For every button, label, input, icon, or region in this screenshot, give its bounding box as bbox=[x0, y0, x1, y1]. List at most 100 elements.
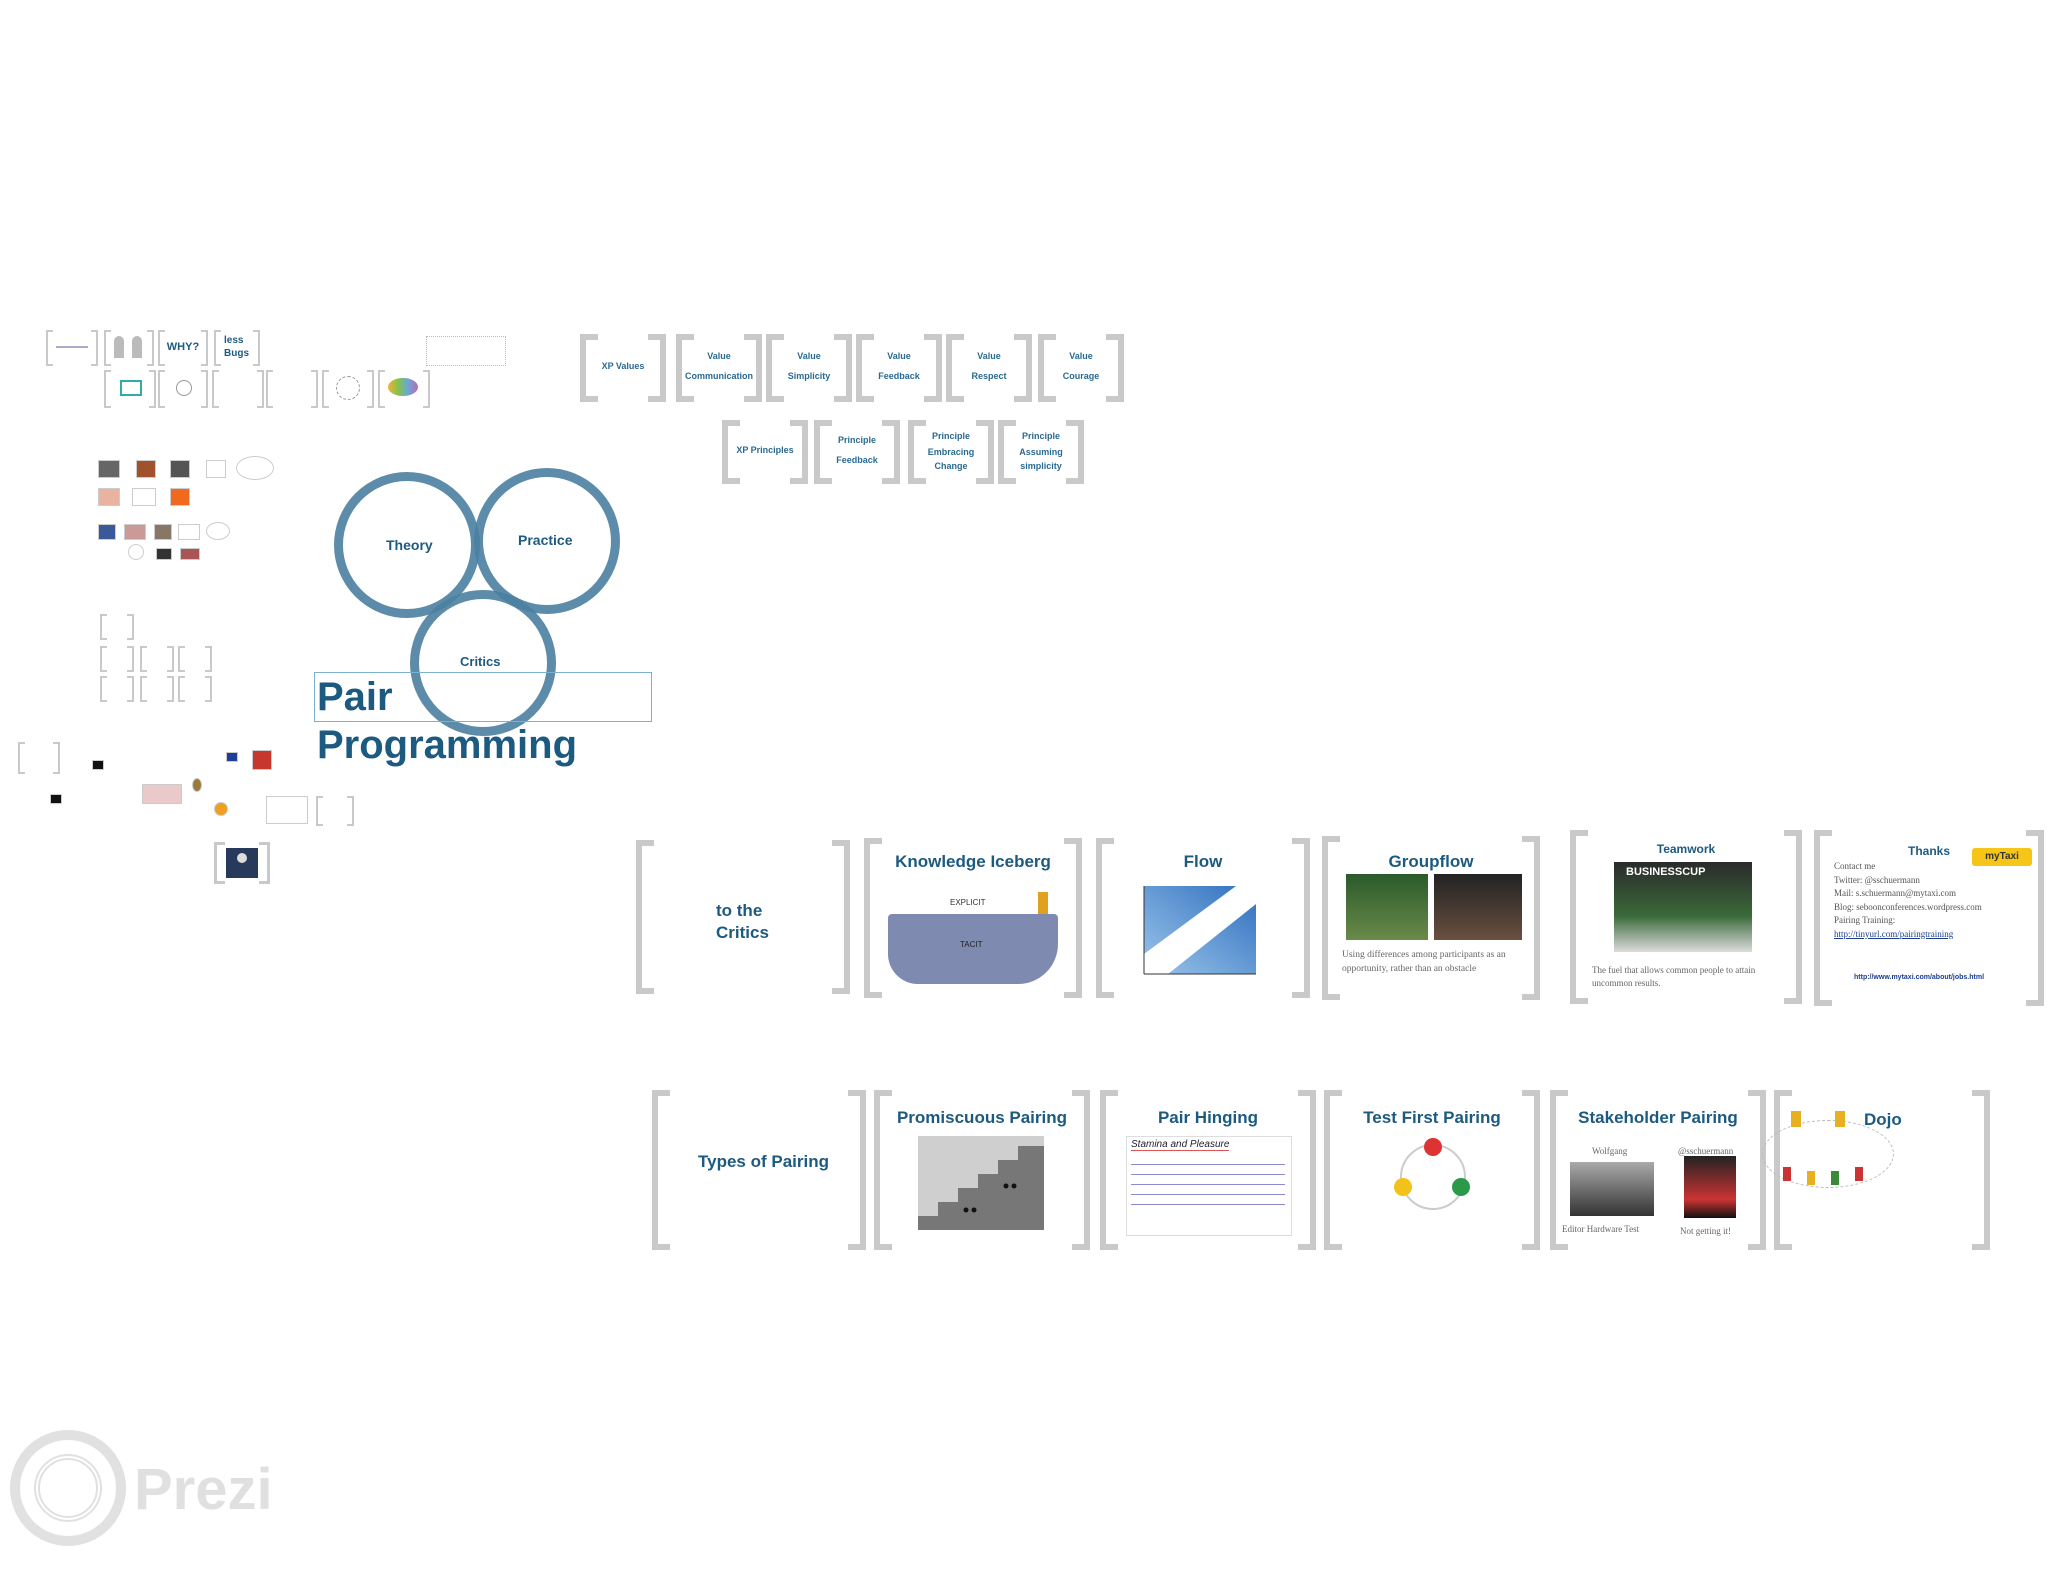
stakeholder-right-name: @sschuermann bbox=[1678, 1146, 1733, 1156]
prezi-logo-icon bbox=[10, 1430, 126, 1546]
mini-frame-l[interactable] bbox=[140, 676, 174, 702]
critics-intro-frame[interactable]: to the Critics bbox=[636, 840, 850, 994]
mini-frame-c[interactable] bbox=[212, 370, 264, 408]
mini-frame-people[interactable] bbox=[104, 330, 154, 366]
mini-thumb[interactable] bbox=[154, 524, 172, 540]
mini-frame-j[interactable] bbox=[178, 646, 212, 672]
mail-line: Mail: s.schuermann@mytaxi.com bbox=[1834, 887, 2034, 901]
diagram-icon bbox=[388, 378, 418, 396]
mini-thumb[interactable] bbox=[132, 488, 156, 506]
mini-thumb[interactable] bbox=[92, 760, 104, 770]
pair-hinging-frame[interactable]: Pair Hinging Stamina and Pleasure bbox=[1100, 1090, 1316, 1250]
critics-intro-label: to the Critics bbox=[716, 900, 796, 944]
xp-principle-assuming-simplicity[interactable]: Principle Assuming simplicity bbox=[998, 420, 1084, 484]
xp-value-communication[interactable]: Value Communication bbox=[676, 334, 762, 402]
mini-thumb[interactable] bbox=[98, 524, 116, 540]
promiscuous-pairing-frame[interactable]: Promiscuous Pairing bbox=[874, 1090, 1090, 1250]
mini-thumb[interactable] bbox=[156, 548, 172, 560]
mini-thumb[interactable] bbox=[50, 794, 62, 804]
red-phase-dot bbox=[1424, 1138, 1442, 1156]
flow-chart bbox=[1132, 882, 1272, 990]
hinging-note-title: Stamina and Pleasure bbox=[1131, 1139, 1229, 1151]
mini-frame-a[interactable] bbox=[104, 370, 156, 408]
mini-thumb[interactable] bbox=[124, 524, 146, 540]
prezi-logo-inner bbox=[34, 1454, 102, 1522]
avatar-frame[interactable] bbox=[214, 842, 270, 884]
avatar-head bbox=[237, 853, 247, 863]
mini-less-bugs-label: less Bugs bbox=[224, 334, 252, 360]
types-intro-frame[interactable]: Types of Pairing bbox=[652, 1090, 866, 1250]
mini-thumb[interactable] bbox=[180, 548, 200, 560]
mini-thumb[interactable] bbox=[170, 460, 190, 478]
mini-frame-why[interactable]: WHY? bbox=[158, 330, 208, 366]
mini-thumb[interactable] bbox=[142, 784, 182, 804]
xp-value-respect[interactable]: Value Respect bbox=[946, 334, 1032, 402]
teamwork-frame[interactable]: Teamwork BUSINESSCUP The fuel that allow… bbox=[1570, 830, 1802, 1004]
mini-thumb[interactable] bbox=[136, 460, 156, 478]
xp-principles-header[interactable]: XP Principles bbox=[722, 420, 808, 484]
green-phase-dot bbox=[1452, 1178, 1470, 1196]
knowledge-iceberg-title: Knowledge Iceberg bbox=[864, 852, 1082, 872]
mini-frame-b[interactable] bbox=[158, 370, 208, 408]
xp-principles-label: XP Principles bbox=[722, 444, 808, 458]
mini-frame-e[interactable] bbox=[322, 370, 374, 408]
mini-frame-g[interactable] bbox=[100, 614, 134, 640]
staircase-illustration bbox=[918, 1136, 1044, 1230]
mini-frame-o[interactable] bbox=[316, 796, 354, 826]
test-first-pairing-frame[interactable]: Test First Pairing bbox=[1324, 1090, 1540, 1250]
xp-value-feedback[interactable]: Value Feedback bbox=[856, 334, 942, 402]
mini-frame-intro[interactable] bbox=[46, 330, 98, 366]
mini-thumb[interactable] bbox=[206, 460, 226, 478]
mini-thumb[interactable] bbox=[98, 488, 120, 506]
principle-kind: Principle bbox=[814, 434, 900, 448]
mini-frame-f[interactable] bbox=[378, 370, 430, 408]
mini-thumb[interactable] bbox=[98, 460, 120, 478]
groupflow-title: Groupflow bbox=[1322, 852, 1540, 872]
value-kind: Value bbox=[1038, 350, 1124, 364]
mini-thumb[interactable] bbox=[226, 752, 238, 762]
dojo-person-icon bbox=[1783, 1167, 1791, 1181]
jobs-link[interactable]: http://www.mytaxi.com/about/jobs.html bbox=[1854, 974, 2034, 981]
mini-thumb[interactable] bbox=[178, 524, 200, 540]
mini-thumb[interactable] bbox=[266, 796, 308, 824]
test-first-pairing-title: Test First Pairing bbox=[1324, 1108, 1540, 1128]
groupflow-caption: Using differences among participants as … bbox=[1342, 948, 1526, 976]
value-kind: Value bbox=[676, 350, 762, 364]
value-name: Courage bbox=[1038, 370, 1124, 384]
theory-label: Theory bbox=[386, 537, 433, 553]
principle-name: Assuming simplicity bbox=[1016, 446, 1066, 473]
dojo-frame[interactable]: Dojo bbox=[1774, 1090, 1990, 1250]
xp-value-simplicity[interactable]: Value Simplicity bbox=[766, 334, 852, 402]
mini-thumb[interactable] bbox=[214, 802, 228, 816]
mini-frame-m[interactable] bbox=[178, 676, 212, 702]
person-icon bbox=[132, 336, 142, 358]
mini-frame-h[interactable] bbox=[100, 646, 134, 672]
mini-thumb[interactable] bbox=[170, 488, 190, 506]
stakeholder-photo-right bbox=[1684, 1156, 1736, 1218]
mini-thumb[interactable] bbox=[128, 544, 144, 560]
thanks-frame[interactable]: Thanks myTaxi Contact me Twitter: @sschu… bbox=[1814, 830, 2044, 1006]
dojo-person-icon bbox=[1855, 1167, 1863, 1181]
xp-values-header[interactable]: XP Values bbox=[580, 334, 666, 402]
explicit-label: EXPLICIT bbox=[950, 898, 986, 907]
xp-principle-embracing-change[interactable]: Principle Embracing Change bbox=[908, 420, 994, 484]
xp-value-courage[interactable]: Value Courage bbox=[1038, 334, 1124, 402]
knowledge-iceberg-frame[interactable]: Knowledge Iceberg EXPLICIT TACIT bbox=[864, 838, 1082, 998]
mini-text-line bbox=[56, 346, 88, 348]
stakeholder-left-caption: Editor Hardware Test bbox=[1562, 1224, 1639, 1234]
mini-thumb[interactable] bbox=[206, 522, 230, 540]
mini-frame-d[interactable] bbox=[266, 370, 318, 408]
mini-thumb[interactable] bbox=[252, 750, 272, 770]
groupflow-photo-2 bbox=[1434, 874, 1522, 940]
training-link[interactable]: http://tinyurl.com/pairingtraining bbox=[1834, 928, 2034, 942]
mini-frame-i[interactable] bbox=[140, 646, 174, 672]
mini-thumb[interactable] bbox=[236, 456, 274, 480]
mini-frame-n[interactable] bbox=[18, 742, 60, 774]
mini-frame-k[interactable] bbox=[100, 676, 134, 702]
mini-frame-less-bugs[interactable]: less Bugs bbox=[214, 330, 260, 366]
flow-frame[interactable]: Flow bbox=[1096, 838, 1310, 998]
principle-kind: Principle bbox=[998, 430, 1084, 444]
groupflow-frame[interactable]: Groupflow Using differences among partic… bbox=[1322, 836, 1540, 1000]
stakeholder-pairing-frame[interactable]: Stakeholder Pairing Wolfgang @sschuerman… bbox=[1550, 1090, 1766, 1250]
xp-principle-feedback[interactable]: Principle Feedback bbox=[814, 420, 900, 484]
